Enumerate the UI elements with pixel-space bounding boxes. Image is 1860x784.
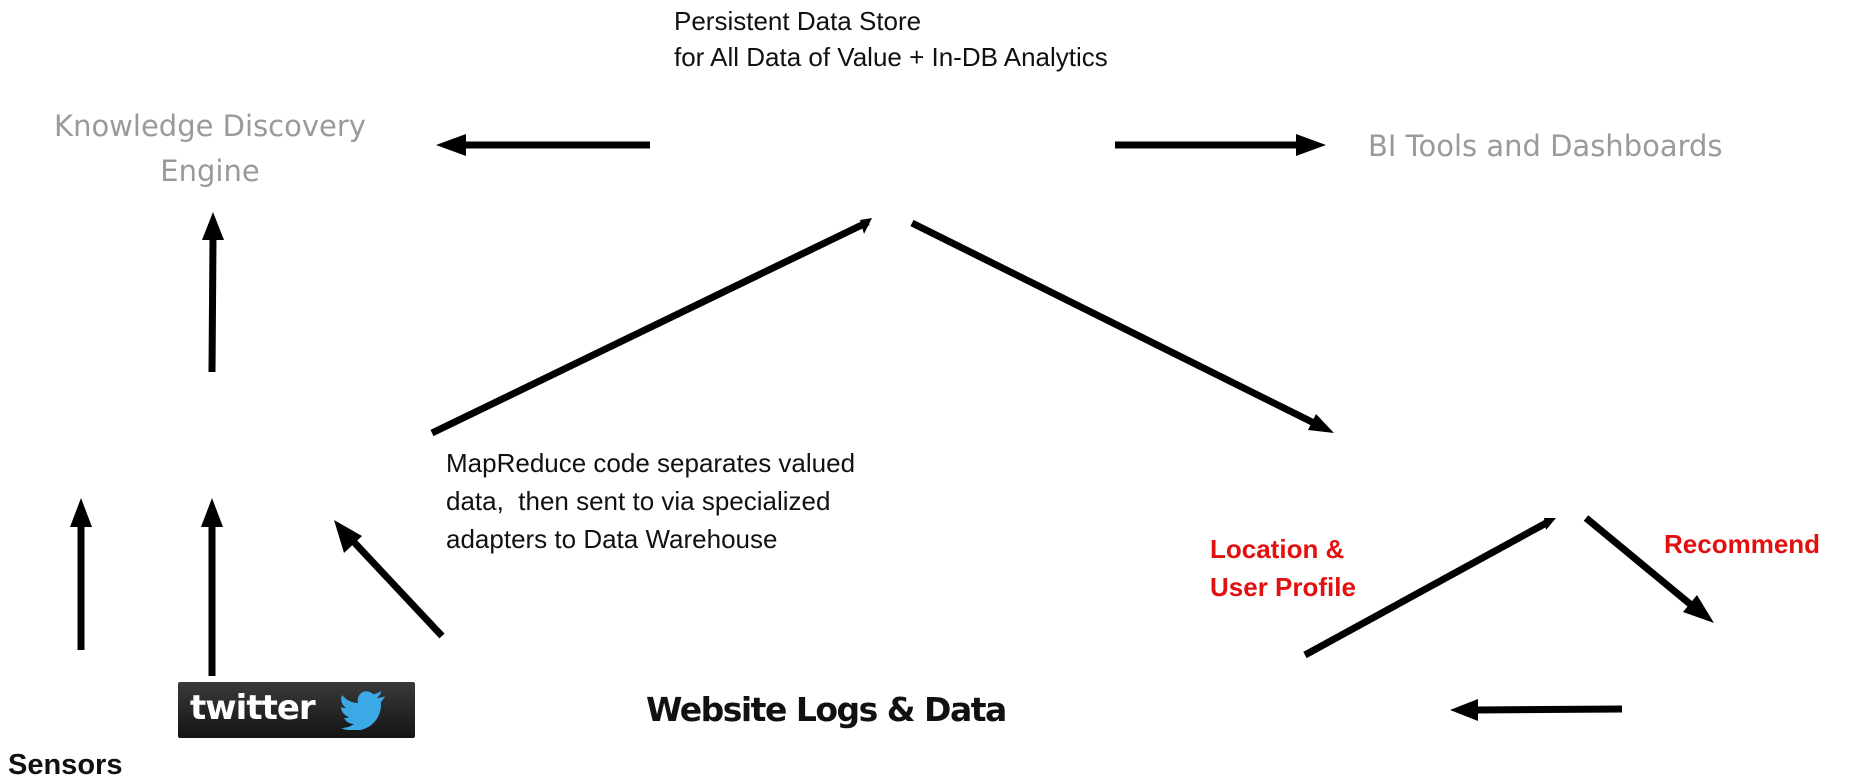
arrow-twitter-up-head: [201, 498, 223, 527]
arrow-mapreduce-to-store: [430, 218, 870, 437]
arrow-recommend-down-head: [1683, 595, 1714, 623]
mapreduce-note-line2: data, then sent to via specialized: [446, 486, 831, 516]
arrow-bottom-left-head: [1450, 699, 1478, 721]
arrow-to-bi-tools-head: [1296, 134, 1326, 156]
arrow-store-to-web-head: [1308, 414, 1334, 433]
arrow-store-to-web: [910, 219, 1320, 429]
twitter-logo: twitter: [178, 682, 415, 738]
arrow-bottom-left: [1475, 705, 1623, 714]
bird-icon: [341, 691, 385, 730]
data-store-title-line2: for All Data of Value + In-DB Analytics: [674, 42, 1108, 72]
recommend-label: Recommend: [1664, 529, 1821, 559]
sensors-label: Sensors: [8, 749, 123, 781]
arrow-up-to-knowledge-discovery-head: [202, 212, 224, 240]
arrow-mapreduce-to-store-head: [860, 218, 872, 234]
mapreduce-note: MapReduce code separates valued data, th…: [446, 444, 855, 558]
data-store-title-line1: Persistent Data Store: [674, 6, 922, 36]
mapreduce-note-line1: MapReduce code separates valued: [446, 448, 856, 478]
knowledge-discovery-engine-label: Knowledge Discovery Engine: [54, 109, 366, 188]
mapreduce-note-line3: adapters to Data Warehouse: [446, 524, 778, 554]
arrow-sensors-up-head: [70, 498, 92, 527]
twitter-logo-text: twitter: [190, 688, 316, 728]
arrow-location-up: [1303, 518, 1550, 659]
arrow-website-up-left-head: [334, 520, 362, 553]
arrow-location-up-head: [1544, 518, 1556, 530]
arrow-up-to-knowledge-discovery: [208, 237, 217, 373]
arrow-recommend-down: [1583, 515, 1693, 607]
arrow-to-knowledge-discovery-head: [436, 134, 466, 156]
website-logs-label: Website Logs & Data: [646, 690, 1007, 729]
data-store-title: Persistent Data Store for All Data of Va…: [674, 3, 1108, 75]
arrow-website-up-left: [349, 537, 445, 639]
bi-tools-label: BI Tools and Dashboards: [1368, 129, 1723, 163]
location-user-profile-label: Location & User Profile: [1210, 530, 1356, 606]
location-label-line1: Location &: [1210, 534, 1345, 564]
location-label-line2: User Profile: [1210, 572, 1356, 602]
